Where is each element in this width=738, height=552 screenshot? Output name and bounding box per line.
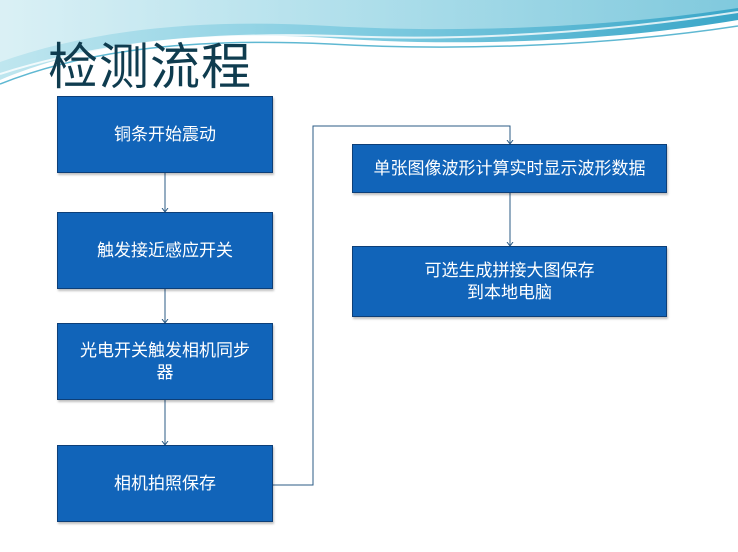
step-label: 铜条开始震动 bbox=[114, 124, 216, 145]
step-box-1: 铜条开始震动 bbox=[57, 96, 273, 173]
step-box-2: 触发接近感应开关 bbox=[57, 212, 273, 289]
header-wave-decoration bbox=[0, 0, 738, 85]
step-box-4: 相机拍照保存 bbox=[57, 445, 273, 522]
step-label: 可选生成拼接大图保存到本地电脑 bbox=[424, 260, 595, 303]
step-box-5: 单张图像波形计算实时显示波形数据 bbox=[352, 144, 667, 193]
step-label: 相机拍照保存 bbox=[114, 473, 216, 494]
connector-step4-step5 bbox=[273, 125, 510, 486]
step-label: 触发接近感应开关 bbox=[97, 240, 233, 261]
step-label: 单张图像波形计算实时显示波形数据 bbox=[373, 158, 646, 179]
step-box-3: 光电开关触发相机同步器 bbox=[57, 323, 273, 400]
step-label: 光电开关触发相机同步器 bbox=[80, 340, 250, 383]
slide-title: 检测流程 bbox=[48, 38, 252, 96]
step-box-6: 可选生成拼接大图保存到本地电脑 bbox=[352, 246, 667, 317]
